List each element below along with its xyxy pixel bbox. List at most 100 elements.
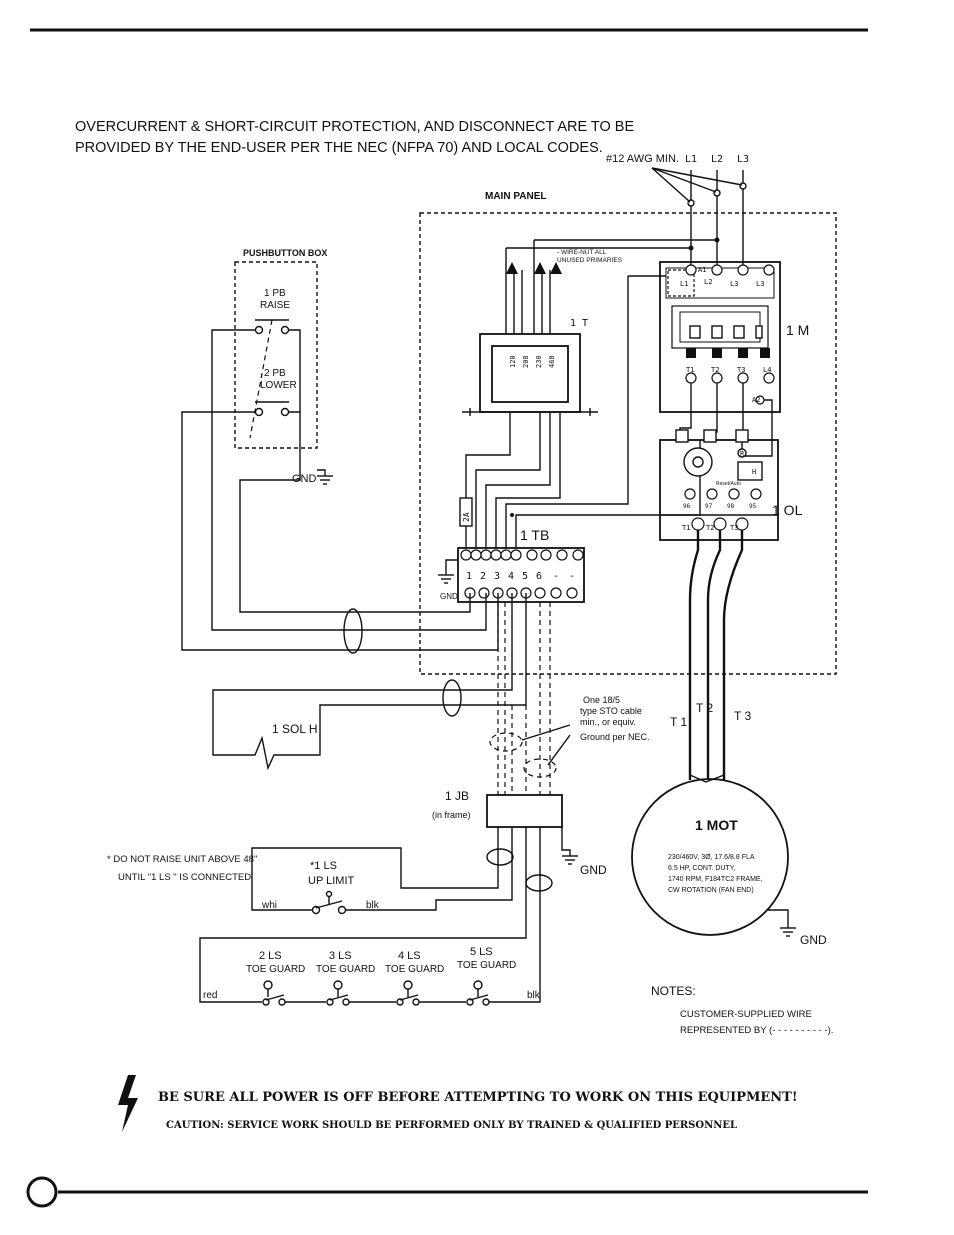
pb1-line1: 1 PB <box>264 288 286 299</box>
overload-r: R <box>740 450 745 458</box>
starter-line-3: L3 <box>730 280 738 288</box>
pb-ground-icon <box>317 469 333 485</box>
tb-num-1: 1 <box>466 571 472 582</box>
cable-note-2: type STO cable <box>580 706 642 716</box>
toe-guard-blk: blk <box>527 990 541 1001</box>
toe-guard-3-desc: TOE GUARD <box>385 964 444 975</box>
cable-ellipse-ls1 <box>486 848 514 866</box>
supply-l1: L1 <box>685 154 697 165</box>
field-cable <box>489 602 571 795</box>
starter-line-1: L1 <box>680 280 688 288</box>
pb2-line2: LOWER <box>260 380 297 391</box>
ls-line1: *1 LS <box>310 860 337 872</box>
overload-out-2: T2 <box>706 524 714 532</box>
secondary-label-1: 120 <box>509 355 517 368</box>
ls-warning-1: * DO NOT RAISE UNIT ABOVE 48" <box>107 854 257 865</box>
pb2-line1: 2 PB <box>264 368 286 379</box>
transformer <box>462 237 720 440</box>
overload-term-2: 97 <box>705 503 713 510</box>
warning-line2: CAUTION: SERVICE WORK SHOULD BE PERFORME… <box>166 1120 737 1131</box>
ls-line2: UP LIMIT <box>308 875 355 887</box>
motor-label: 1 MOT <box>695 817 738 833</box>
pushbutton-box <box>234 261 318 449</box>
cable-note-1: One 18/5 <box>583 695 620 705</box>
tb-ground-icon <box>438 559 458 584</box>
junction-box-1jb <box>486 794 563 828</box>
main-panel-boundary <box>419 212 837 675</box>
header-note-line2: PROVIDED BY THE END-USER PER THE NEC (NF… <box>75 140 603 156</box>
starter-1m <box>659 261 781 413</box>
toe-guard-4-desc: TOE GUARD <box>457 960 516 971</box>
supply-l2: L2 <box>711 154 723 165</box>
wire-min-label: #12 AWG MIN. <box>606 153 679 165</box>
ls-warning-2: UNTIL "1 LS " IS CONNECTED <box>118 872 251 883</box>
tb-num-6: 6 <box>536 571 542 582</box>
pb-gnd: GND <box>292 473 317 485</box>
overload-term-3: 98 <box>727 503 735 510</box>
cable-note-4: Ground per NEC. <box>580 732 650 742</box>
control-wiring <box>465 275 773 548</box>
pb1-line2: RAISE <box>260 300 290 311</box>
tb-num-3: 3 <box>494 571 500 582</box>
overload-label: 1 OL <box>772 502 803 518</box>
starter-a2: A2 <box>752 396 760 404</box>
overload-out-1: T1 <box>682 524 690 532</box>
motor-spec-2: 6.5 HP, CONT. DUTY, <box>668 865 735 872</box>
overload-term-1: 96 <box>683 503 691 510</box>
secondary-label-2: 208 <box>522 355 530 368</box>
secondary-label-3: 230 <box>535 355 543 368</box>
supply-lines <box>651 167 747 272</box>
toe-guard-switch-3ls <box>326 980 350 1006</box>
overload-h: H <box>752 468 756 476</box>
motor-lead-t3: T 3 <box>734 709 751 723</box>
tb-num-4: 4 <box>508 571 514 582</box>
header-note-line1: OVERCURRENT & SHORT-CIRCUIT PROTECTION, … <box>75 119 634 135</box>
solenoid-label: 1 SOL H <box>272 722 318 736</box>
pushbutton-box-title: PUSHBUTTON BOX <box>243 248 327 258</box>
toe-guard-2-desc: TOE GUARD <box>316 964 375 975</box>
starter-line-2: L2 <box>704 278 712 286</box>
motor-spec-3: 1740 RPM, F184TC2 FRAME, <box>668 876 763 883</box>
notes-line1: CUSTOMER-SUPPLIED WIRE <box>680 1009 812 1020</box>
cable-ellipse-ls2 <box>525 874 553 892</box>
jb-ground-icon <box>561 827 578 865</box>
motor-leads <box>688 530 744 783</box>
overload-reset-tag: Reset/Auto <box>716 481 741 487</box>
toe-guard-2-name: 3 LS <box>329 950 352 962</box>
starter-load-1: T1 <box>686 366 694 374</box>
jb-field-wiring <box>199 827 541 1003</box>
starter-line-4: L3 <box>756 280 764 288</box>
tb-num-7: - <box>553 571 559 582</box>
cable-ellipse-pb <box>343 608 363 654</box>
tb-num-2: 2 <box>480 571 486 582</box>
overload-relay <box>659 429 779 541</box>
cable-note-3: min., or equiv. <box>580 717 636 727</box>
page-marker <box>26 1176 58 1208</box>
main-panel-title: MAIN PANEL <box>485 191 546 202</box>
lightning-bolt-icon <box>118 1075 138 1132</box>
motor-1mot <box>631 778 789 936</box>
wire-nut-note-1: - WIRE-NUT ALL <box>557 249 607 256</box>
toe-guard-switch-4ls <box>396 980 420 1006</box>
starter-label: 1 M <box>786 322 809 338</box>
ls-whi: whi <box>261 900 277 911</box>
secondary-label-4: 460 <box>548 355 556 368</box>
notes-line2: REPRESENTED BY (- - - - - - - - - -). <box>680 1025 833 1036</box>
supply-l3: L3 <box>737 154 749 165</box>
pushbutton-contacts <box>181 319 499 651</box>
starter-load-3: T3 <box>737 366 745 374</box>
wire-nut-note-2: UNUSED PRIMARIES <box>557 257 623 264</box>
toe-guard-3-name: 4 LS <box>398 950 421 962</box>
transformer-label: 1 T <box>570 318 588 329</box>
tb-gnd: GND <box>440 592 458 601</box>
tb-label: 1 TB <box>520 527 549 543</box>
toe-guard-1-desc: TOE GUARD <box>246 964 305 975</box>
starter-load-4: L4 <box>763 366 771 374</box>
tb-num-8: - <box>569 571 575 582</box>
jb-gnd: GND <box>580 863 607 877</box>
motor-lead-t1: T 1 <box>670 715 687 729</box>
overload-term-4: 95 <box>749 503 757 510</box>
notes-title: NOTES: <box>651 984 696 998</box>
